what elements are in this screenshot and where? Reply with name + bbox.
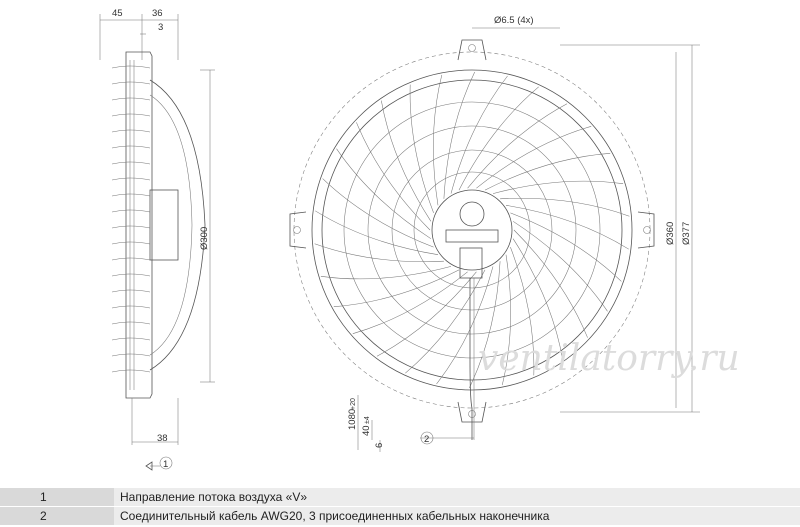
side-rib	[111, 289, 151, 293]
guard-ring	[391, 149, 553, 311]
guard-spoke	[376, 271, 477, 357]
dim-diameter-360-label: Ø360	[665, 222, 676, 245]
side-rib	[111, 257, 151, 261]
guard-spoke	[469, 261, 501, 389]
side-rib	[111, 305, 151, 309]
guard-spoke	[409, 84, 434, 213]
dim-diameter-377-label: Ø377	[681, 222, 692, 245]
guard-spoke	[492, 180, 624, 194]
callout-2-label: 2	[424, 434, 429, 445]
side-rib	[111, 161, 151, 165]
side-rib	[111, 273, 151, 277]
legend-row: 1 Направление потока воздуха «V»	[0, 488, 800, 507]
side-rib	[111, 321, 151, 325]
guard-spoke	[500, 198, 630, 217]
side-rib	[111, 65, 151, 69]
guard-spoke	[443, 71, 475, 199]
dim-38-label: 38	[157, 433, 168, 444]
legend-number: 1	[0, 488, 114, 507]
dim-strip-tolerance: ±4	[364, 416, 371, 424]
guard-spoke	[322, 178, 434, 248]
guard-spoke	[505, 205, 629, 250]
guard-spoke	[513, 229, 588, 338]
callout-1-label: 1	[163, 459, 168, 470]
side-view: 45 36 3 Ø300 38 1	[99, 8, 215, 471]
guard-spoke	[314, 243, 444, 262]
dim-strip-length-label: 40	[361, 425, 372, 436]
guard-ring	[321, 79, 623, 381]
guard-spoke	[356, 122, 431, 231]
guard-ring	[311, 69, 633, 391]
technical-drawing: 45 36 3 Ø300 38 1	[99, 8, 740, 471]
front-view: Ø6.5 (4x) Ø360 Ø377 1080 +20 40 ±4 6 2	[289, 15, 700, 452]
guard-spoke	[512, 221, 608, 312]
guard-spoke	[512, 238, 563, 360]
side-rib	[111, 81, 151, 85]
guard-ring	[367, 125, 577, 335]
mount-lug-top	[457, 39, 487, 61]
dim-cable-length-tolerance: +20	[350, 398, 357, 410]
dim-3-label: 3	[158, 22, 163, 33]
side-rib	[111, 353, 151, 357]
dim-diameter-300-label: Ø300	[199, 227, 210, 250]
legend-row: 2 Соединительный кабель AWG20, 3 присоед…	[0, 506, 800, 526]
legend-text: Направление потока воздуха «V»	[114, 488, 800, 507]
guard-spoke	[484, 153, 611, 191]
side-rib	[111, 209, 151, 213]
side-rib	[111, 113, 151, 117]
dim-end-label: 6	[374, 443, 385, 448]
side-rib	[111, 177, 151, 181]
side-rib	[111, 369, 151, 373]
side-rib	[111, 129, 151, 133]
guard-spoke	[405, 269, 486, 374]
guard-spoke	[333, 269, 460, 307]
side-rib	[111, 241, 151, 245]
side-rib	[111, 193, 151, 197]
guard-spoke	[476, 126, 592, 189]
dim-36-label: 36	[152, 8, 163, 19]
guard-spoke	[433, 74, 443, 206]
guard-ring	[343, 101, 601, 359]
side-rib	[111, 145, 151, 149]
guard-spoke	[315, 210, 439, 255]
guard-spoke	[352, 271, 468, 334]
guard-spoke	[467, 103, 568, 189]
dim-holes-label: Ø6.5 (4x)	[494, 15, 534, 26]
guard-spokes	[314, 71, 630, 389]
side-guard-ribs	[111, 65, 151, 373]
watermark: ventilatorry.ru	[478, 338, 740, 379]
guard-spoke	[336, 148, 432, 239]
dim-cable-length-label: 1080	[347, 409, 358, 430]
legend-table: 1 Направление потока воздуха «V» 2 Соеди…	[0, 488, 800, 526]
legend-number: 2	[0, 506, 114, 526]
guard-spoke	[450, 75, 508, 194]
guard-spoke	[510, 212, 622, 282]
side-rib	[111, 225, 151, 229]
guard-spoke	[458, 86, 539, 191]
dim-45-label: 45	[112, 8, 123, 19]
guard-ring	[413, 171, 531, 289]
guard-spoke	[320, 266, 452, 280]
guard-spoke	[381, 100, 432, 222]
guard-spoke	[501, 254, 511, 386]
guard-rings	[311, 69, 633, 391]
side-rib	[111, 97, 151, 101]
side-rib	[111, 337, 151, 341]
legend-text: Соединительный кабель AWG20, 3 присоедин…	[114, 506, 800, 526]
guard-spoke	[510, 247, 535, 376]
